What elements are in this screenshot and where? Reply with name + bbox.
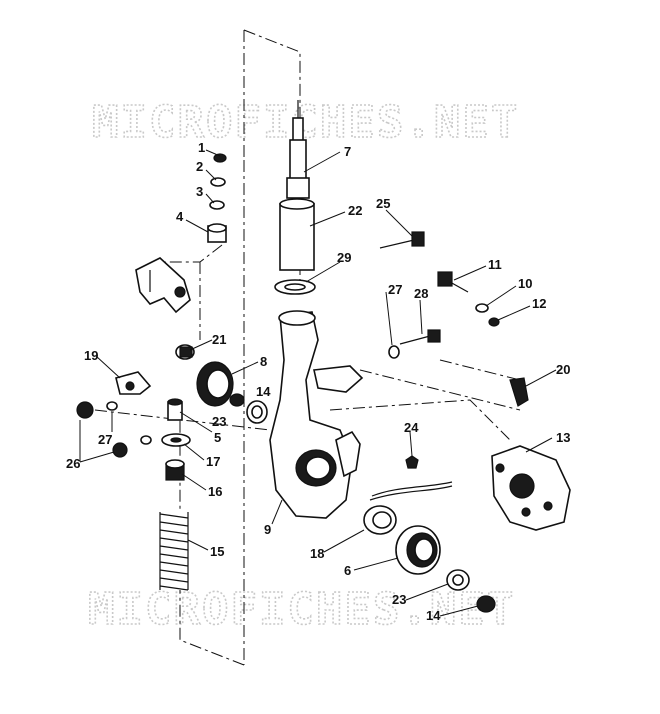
callout-27-upper: 27 xyxy=(388,282,402,297)
callout-23-lower: 23 xyxy=(392,592,406,607)
callout-29: 29 xyxy=(337,250,351,265)
callout-16: 16 xyxy=(208,484,222,499)
callout-26: 26 xyxy=(66,456,80,471)
callout-22: 22 xyxy=(348,203,362,218)
callout-17: 17 xyxy=(206,454,220,469)
callout-14-upper: 14 xyxy=(256,384,271,399)
callout-20: 20 xyxy=(556,362,570,377)
callout-12: 12 xyxy=(532,296,546,311)
part-left-hardware xyxy=(76,401,152,458)
callout-6: 6 xyxy=(344,563,351,578)
callout-8: 8 xyxy=(260,354,267,369)
callout-4: 4 xyxy=(176,209,184,224)
part-coil-spring xyxy=(159,512,189,591)
callout-9: 9 xyxy=(264,522,271,537)
callout-1: 1 xyxy=(198,140,205,155)
callout-15: 15 xyxy=(210,544,224,559)
part-clamp xyxy=(115,371,152,395)
leader-lines xyxy=(79,149,557,617)
callout-11: 11 xyxy=(488,257,502,272)
assembly-centerline xyxy=(94,29,521,666)
part-bearing-cup xyxy=(395,525,441,575)
part-race-lower xyxy=(446,569,470,591)
callout-28: 28 xyxy=(414,286,428,301)
part-race-upper xyxy=(246,400,268,424)
part-bump-stop xyxy=(165,459,185,481)
part-bolt-28 xyxy=(399,329,441,345)
callout-numbers: 1 2 3 4 7 22 25 29 27 28 11 10 12 21 19 … xyxy=(66,140,570,623)
callout-27-lower: 27 xyxy=(98,432,112,447)
part-hardware-stack xyxy=(207,153,227,243)
callout-3: 3 xyxy=(196,184,203,199)
callout-23-upper: 23 xyxy=(212,414,226,429)
callout-2: 2 xyxy=(196,159,203,174)
part-spindle-shaft xyxy=(286,100,310,199)
part-spring-seat xyxy=(161,433,191,447)
part-seal xyxy=(196,361,234,407)
callout-18: 18 xyxy=(310,546,324,561)
part-caliper xyxy=(491,445,571,531)
part-fitting xyxy=(167,398,183,421)
callout-13: 13 xyxy=(556,430,570,445)
part-brake-line xyxy=(369,481,453,501)
callout-7: 7 xyxy=(344,144,351,159)
part-bushing xyxy=(175,344,195,360)
callout-21: 21 xyxy=(212,332,226,347)
callout-5: 5 xyxy=(214,430,221,445)
callout-24: 24 xyxy=(404,420,419,435)
part-pin-27 xyxy=(388,345,400,359)
callout-19: 19 xyxy=(84,348,98,363)
callout-10: 10 xyxy=(518,276,532,291)
part-seal-ring xyxy=(363,505,397,535)
part-right-hardware xyxy=(437,271,500,327)
part-tab xyxy=(509,377,529,407)
part-nut-24 xyxy=(405,455,419,469)
part-knuckle-housing xyxy=(269,310,364,519)
part-sleeve-tube xyxy=(279,198,315,271)
part-mounting-bracket xyxy=(135,257,191,314)
part-bearing-small-upper xyxy=(229,393,245,407)
part-bolt-25 xyxy=(379,231,425,249)
part-thrust-washer xyxy=(274,279,316,295)
part-bearing-small-lower xyxy=(476,595,496,613)
watermark-bottom: MICROFICHES.NET xyxy=(88,584,515,635)
callout-25: 25 xyxy=(376,196,390,211)
callout-14-lower: 14 xyxy=(426,608,441,623)
